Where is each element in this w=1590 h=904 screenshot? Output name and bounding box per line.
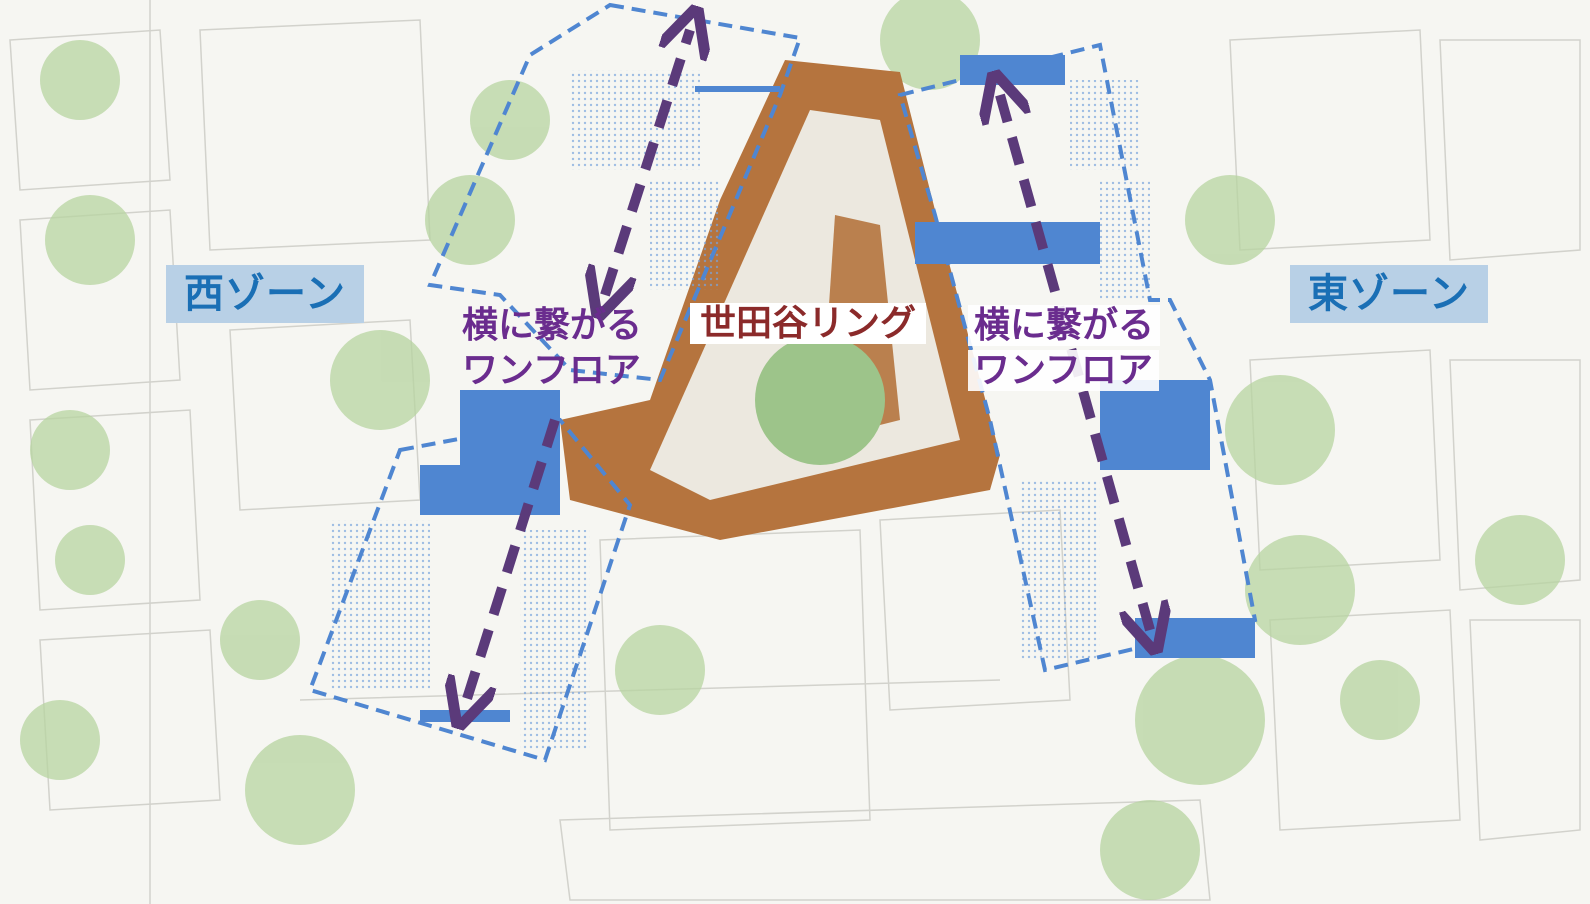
east-zone-label: 東ゾーン: [1290, 265, 1488, 323]
setagaya-ring-label: 世田谷リング: [690, 303, 927, 345]
west-upper-arrow: [605, 30, 690, 295]
tree-canopy-group: [20, 0, 1565, 900]
west-connect-label-line1: 横に繋がる: [462, 305, 643, 346]
west-zone-label: 西ゾーン: [166, 265, 364, 323]
west-connect-label-line2: ワンフロア: [462, 350, 641, 391]
west-lower-arrow: [465, 418, 560, 705]
east-connect-label-line1: 横に繋がる: [968, 305, 1161, 347]
east-connect-label-line2: ワンフロア: [968, 350, 1159, 392]
